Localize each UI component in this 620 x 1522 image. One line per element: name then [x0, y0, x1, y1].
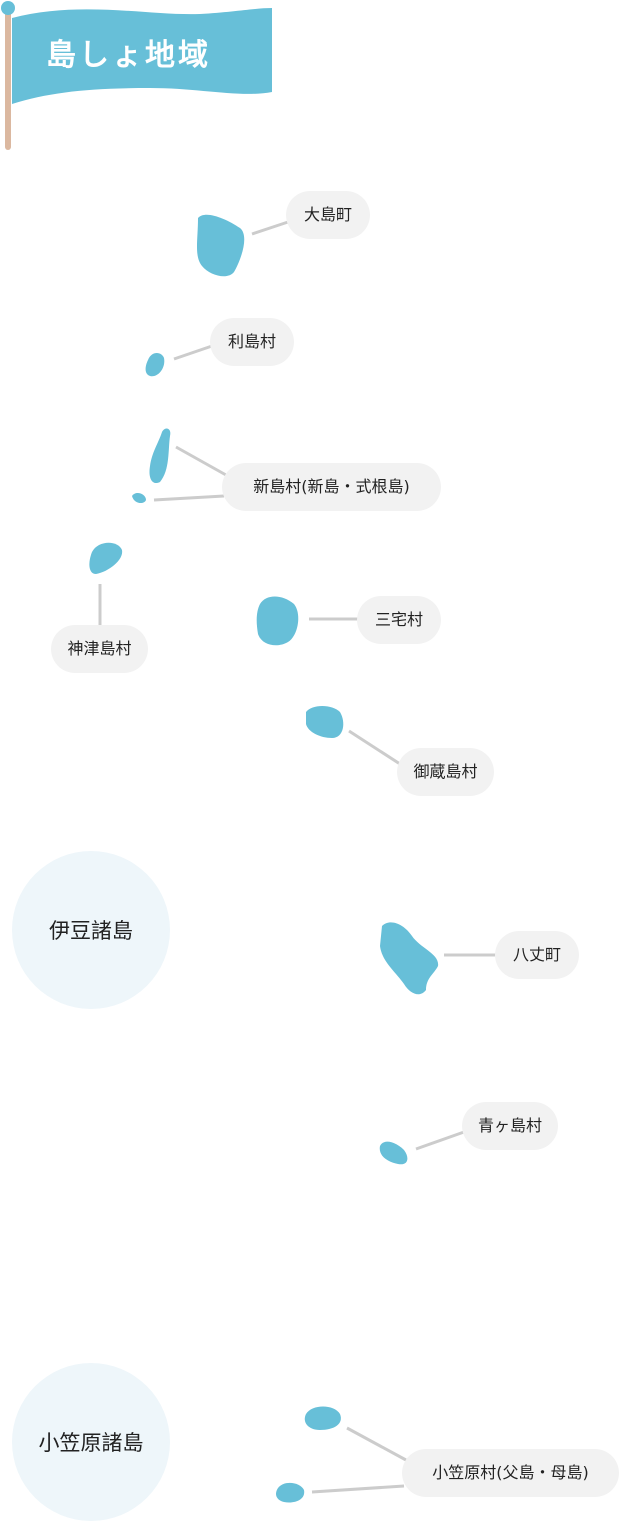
leader-line-oshima: [251, 220, 289, 236]
island-niijima: [149, 428, 171, 484]
flag-pole: [5, 8, 11, 150]
island-chichijima: [304, 1406, 341, 1430]
flag-banner: [12, 8, 272, 104]
leader-lines: [98, 220, 496, 1494]
leader-line-chichijima: [346, 1426, 407, 1462]
region-ogasawara-islands: 小笠原諸島: [12, 1363, 170, 1521]
island-hahajima: [276, 1482, 305, 1503]
island-mikurajima: [306, 706, 344, 738]
label-aogashima-village[interactable]: 青ヶ島村: [462, 1102, 558, 1150]
label-miyake-village[interactable]: 三宅村: [357, 596, 441, 644]
label-toshima-village[interactable]: 利島村: [210, 318, 294, 366]
leader-line-toshima: [173, 344, 213, 361]
island-oshima: [197, 214, 245, 277]
page-title: 島しょ地域: [46, 38, 211, 73]
leader-line-hahajima: [311, 1484, 405, 1494]
island-toshima: [145, 353, 165, 377]
label-mikurajima-village[interactable]: 御蔵島村: [397, 748, 494, 796]
island-aogashima: [379, 1141, 408, 1165]
leader-line-aogashima: [415, 1130, 465, 1151]
leader-line-shikinejima: [153, 494, 225, 502]
region-label: 小笠原諸島: [38, 1431, 144, 1455]
island-kozushima: [89, 542, 123, 574]
region-label: 伊豆諸島: [49, 919, 133, 943]
label-niijima-village[interactable]: 新島村(新島・式根島): [222, 463, 441, 511]
label-kozushima-village[interactable]: 神津島村: [51, 625, 148, 673]
island-miyakejima: [256, 596, 299, 646]
label-ogasawara-village[interactable]: 小笠原村(父島・母島): [402, 1449, 619, 1497]
label-oshima-town[interactable]: 大島町: [286, 191, 370, 239]
leader-line-mikura: [348, 729, 401, 766]
island-hachijojima: [380, 922, 439, 995]
flag-pole-knob: [1, 1, 15, 15]
label-hachijo-town[interactable]: 八丈町: [495, 931, 579, 979]
island-shikinejima: [132, 493, 146, 504]
leader-line-niijima: [175, 445, 227, 477]
region-izu-islands: 伊豆諸島: [12, 851, 170, 1009]
